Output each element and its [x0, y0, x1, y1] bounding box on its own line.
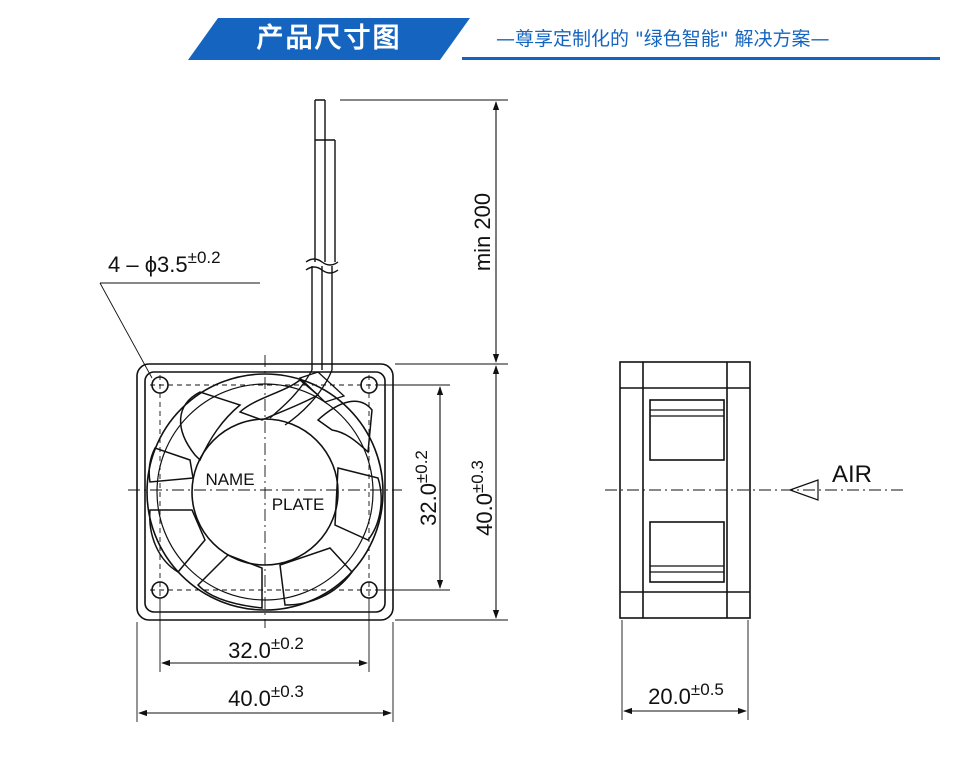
cable-break: [305, 258, 339, 274]
page-subtitle: —尊享定制化的 "绿色智能" 解决方案—: [496, 28, 830, 50]
side-window-lower: [649, 521, 725, 583]
dimension-lines: [138, 101, 500, 717]
width-label: 40.0±0.3: [228, 682, 304, 711]
height-label: 40.0±0.3: [468, 460, 497, 536]
page-title: 产品尺寸图: [256, 23, 402, 54]
fan-blades: [148, 379, 382, 609]
front-center-lines: [128, 355, 402, 628]
hole-spec-label: 4 – ϕ3.5±0.2: [108, 248, 221, 277]
depth-extension-lines: [621, 620, 749, 720]
depth-label: 20.0±0.5: [648, 680, 724, 709]
side-window-upper: [649, 399, 725, 461]
nameplate-line-1: NAME: [205, 470, 254, 489]
cable-top: [315, 99, 335, 141]
cable: [311, 100, 336, 370]
side-body: [619, 361, 751, 619]
nameplate-line-2: PLATE: [272, 495, 325, 514]
header-rule: [462, 57, 940, 60]
fan-venturi: [146, 373, 384, 611]
lead-length-label: min 200: [470, 193, 495, 271]
title-background: [188, 18, 470, 60]
airflow-label: AIR: [832, 461, 872, 488]
header-banner: 产品尺寸图 —尊享定制化的 "绿色智能" 解决方案—: [0, 0, 980, 70]
side-view: [619, 361, 751, 619]
cable-entry: [269, 369, 346, 426]
pitch-horizontal-label: 32.0±0.2: [228, 634, 304, 663]
pitch-vertical-label: 32.0±0.2: [412, 450, 441, 526]
airflow-arrow: [788, 479, 819, 501]
extension-lines: [99, 99, 508, 722]
